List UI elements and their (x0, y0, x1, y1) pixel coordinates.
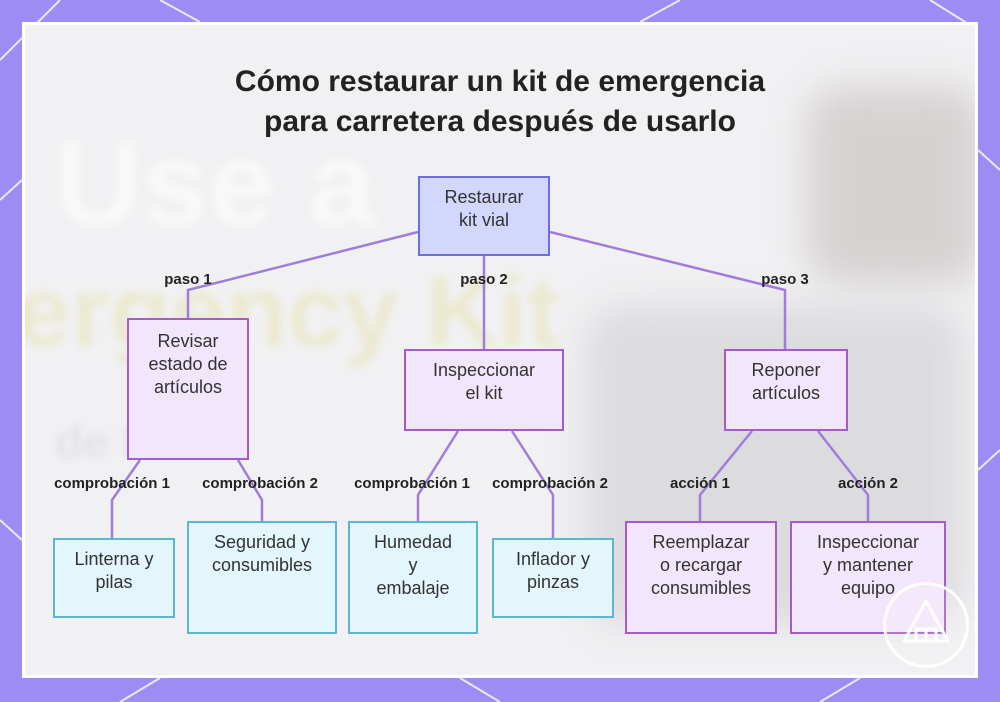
node-text: pinzas (516, 571, 590, 594)
edge-paso-1 (188, 232, 418, 318)
edge-label-paso-3: paso 3 (761, 271, 809, 288)
edge-label-reponer-a2: acción 2 (838, 475, 898, 492)
edge-label-inspeccionar-c1: comprobación 1 (354, 475, 470, 492)
node-text: Linterna y (74, 548, 153, 571)
node-text: artículos (751, 382, 820, 405)
node-text: o recargar (651, 554, 751, 577)
triangle-logo-icon (883, 582, 969, 668)
node-text: Inflador y (516, 548, 590, 571)
node-text: Seguridad y (212, 531, 312, 554)
node-text: el kit (433, 382, 535, 405)
edge-label-paso-2: paso 2 (460, 271, 508, 288)
node-text: Inspeccionar (433, 359, 535, 382)
node-text: Inspeccionar (817, 531, 919, 554)
node-text: consumibles (212, 554, 312, 577)
node-text: y mantener (817, 554, 919, 577)
node-text: Reemplazar (651, 531, 751, 554)
edge-label-inspeccionar-c2: comprobación 2 (492, 475, 608, 492)
edge-label-revisar-c2: comprobación 2 (202, 475, 318, 492)
node-text: Humedad (374, 531, 452, 554)
edge-label-paso-1: paso 1 (164, 271, 212, 288)
node-text: kit vial (444, 209, 523, 232)
node-text: Reponer (751, 359, 820, 382)
node-text: Revisar (148, 330, 227, 353)
node-text: embalaje (374, 577, 452, 600)
node-text: Restaurar (444, 186, 523, 209)
node-text: consumibles (651, 577, 751, 600)
node-text: pilas (74, 571, 153, 594)
node-text: artículos (148, 376, 227, 399)
edge-paso-3 (550, 232, 785, 349)
edge-label-reponer-a1: acción 1 (670, 475, 730, 492)
node-text: y (374, 554, 452, 577)
node-text: estado de (148, 353, 227, 376)
edge-rev-c1 (112, 460, 140, 538)
edge-label-revisar-c1: comprobación 1 (54, 475, 170, 492)
